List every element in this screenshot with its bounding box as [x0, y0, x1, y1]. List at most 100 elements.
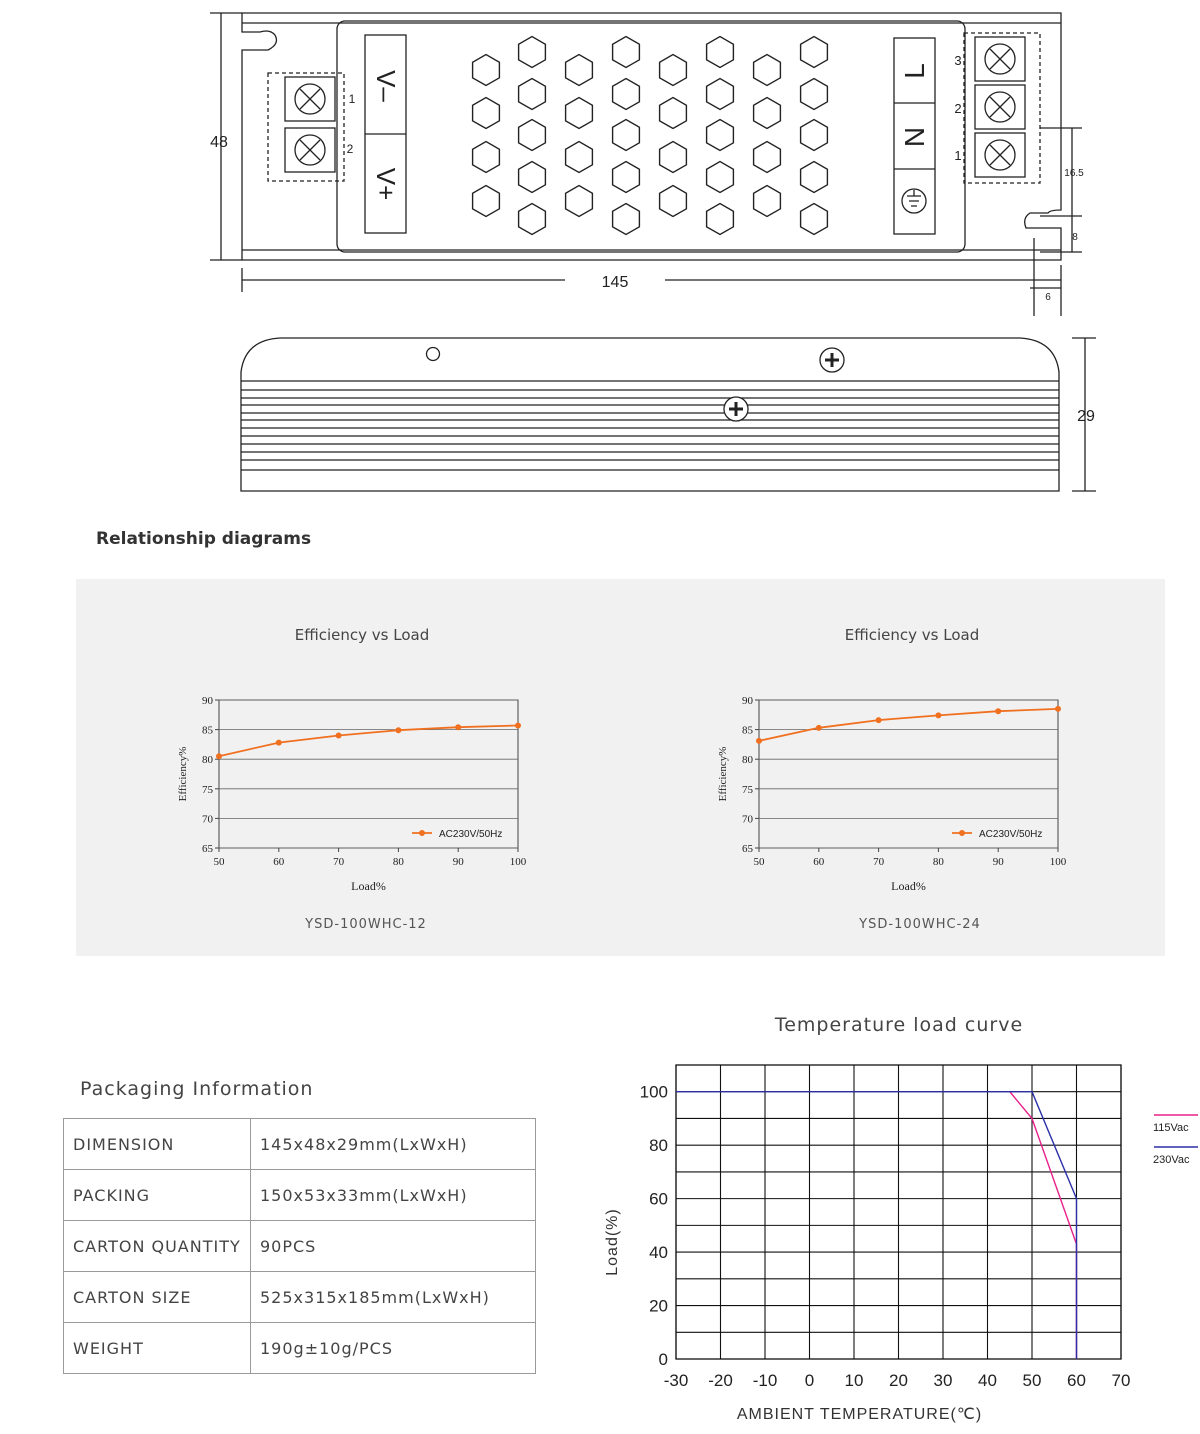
x-tick-label: 50: [1023, 1371, 1042, 1390]
vent-hole: [611, 77, 641, 111]
chart-2-model: YSD-100WHC-24: [859, 917, 981, 932]
chart-1-model: YSD-100WHC-12: [305, 917, 427, 932]
table-row: WEIGHT 190g±10g/PCS: [63, 1322, 536, 1374]
data-point: [815, 724, 822, 731]
x-tick-label: 60: [273, 856, 285, 868]
x-tick-label: 50: [754, 856, 766, 868]
terminal-v-plus-label: V+: [371, 168, 401, 201]
left-pin-1: 1: [349, 92, 356, 106]
x-tick-label: 0: [805, 1371, 814, 1390]
x-tick-label: 40: [978, 1371, 997, 1390]
data-point: [995, 708, 1002, 715]
data-point: [756, 737, 762, 744]
dim-width-label: 48: [210, 134, 228, 151]
x-tick-label: 80: [933, 856, 945, 868]
x-tick-label: 60: [813, 856, 825, 868]
x-tick-label: 50: [214, 856, 226, 868]
temperature-chart-title: Temperature load curve: [774, 1014, 1024, 1036]
vent-hole: [471, 184, 501, 218]
y-tick-label: 40: [649, 1243, 668, 1262]
packaging-key: PACKING: [63, 1169, 251, 1221]
legend-label: 115Vac: [1153, 1122, 1189, 1134]
y-axis-label: Load(%): [604, 1208, 621, 1275]
dim-16-5-label: 16.5: [1064, 168, 1084, 179]
packaging-value: 525x315x185mm(LxWxH): [250, 1271, 536, 1323]
vent-hole: [471, 140, 501, 174]
x-tick-label: 10: [845, 1371, 864, 1390]
vent-hole: [752, 96, 782, 130]
vent-hole: [799, 202, 829, 236]
vent-hole: [517, 202, 547, 236]
packaging-value: 145x48x29mm(LxWxH): [250, 1118, 536, 1170]
legend-marker: [959, 830, 965, 836]
vent-hole: [705, 202, 735, 236]
left-pin-2: 2: [347, 142, 354, 156]
x-tick-label: 70: [1112, 1371, 1131, 1390]
y-tick-label: 80: [742, 754, 754, 766]
data-point: [515, 722, 521, 729]
vent-hole: [752, 140, 782, 174]
vent-hole: [658, 96, 688, 130]
legend-marker: [419, 830, 425, 836]
x-tick-label: 100: [510, 856, 527, 868]
mechanical-drawing: 48 145 29 16.5 8 6 V– V+ L N 1 2 3 2 1: [210, 12, 1096, 492]
vent-hole: [611, 202, 641, 236]
chart-1-title: Efficiency vs Load: [294, 626, 430, 644]
packaging-key: CARTON SIZE: [63, 1271, 251, 1323]
plot-area: [218, 699, 519, 849]
vent-hole: [564, 53, 594, 87]
x-axis-label: Load%: [351, 879, 386, 893]
table-row: DIMENSION 145x48x29mm(LxWxH): [63, 1118, 536, 1170]
x-tick-label: 90: [993, 856, 1005, 868]
data-point: [1055, 705, 1061, 712]
x-tick-label: -30: [664, 1371, 689, 1390]
vent-hole: [564, 184, 594, 218]
right-pin-1: 1: [954, 148, 961, 163]
table-row: PACKING 150x53x33mm(LxWxH): [63, 1169, 536, 1221]
y-tick-label: 80: [649, 1136, 668, 1155]
vent-hole: [611, 118, 641, 152]
vent-hole: [564, 140, 594, 174]
packaging-table: DIMENSION 145x48x29mm(LxWxH) PACKING 150…: [63, 1118, 536, 1374]
table-row: CARTON QUANTITY 90PCS: [63, 1220, 536, 1272]
dim-6-label: 6: [1045, 292, 1051, 303]
vent-hole: [752, 53, 782, 87]
y-tick-label: 90: [202, 695, 214, 707]
y-tick-label: 65: [742, 843, 754, 855]
x-axis-label: AMBIENT TEMPERATURE(℃): [737, 1406, 982, 1423]
x-tick-label: 80: [393, 856, 405, 868]
y-axis-label: Efficiency%: [177, 747, 189, 802]
legend-label: AC230V/50Hz: [439, 829, 502, 840]
vent-hole: [517, 160, 547, 194]
section-title: Relationship diagrams: [96, 529, 312, 549]
data-point: [875, 717, 882, 724]
vent-hole: [799, 160, 829, 194]
y-tick-label: 85: [742, 725, 754, 737]
vent-hole: [799, 77, 829, 111]
data-point: [216, 753, 222, 760]
vent-hole: [705, 118, 735, 152]
y-tick-label: 80: [202, 754, 214, 766]
series-line: [676, 1091, 1078, 1359]
y-tick-label: 75: [742, 784, 754, 796]
data-point: [335, 732, 342, 739]
data-point: [455, 724, 462, 731]
x-tick-label: 100: [1050, 856, 1067, 868]
y-tick-label: 65: [202, 843, 214, 855]
vent-hole: [799, 118, 829, 152]
packaging-key: WEIGHT: [63, 1322, 251, 1374]
packaging-value: 150x53x33mm(LxWxH): [250, 1169, 536, 1221]
terminal-v-minus-label: V–: [371, 70, 401, 102]
y-tick-label: 60: [649, 1190, 668, 1209]
chart-2-title: Efficiency vs Load: [844, 626, 980, 644]
data-point: [395, 727, 402, 734]
y-tick-label: 75: [202, 784, 214, 796]
vent-hole: [611, 160, 641, 194]
dim-length-label: 145: [602, 274, 629, 291]
series-line: [218, 724, 519, 758]
vent-hole: [471, 53, 501, 87]
data-point: [275, 739, 282, 746]
dim-8-label: 8: [1072, 232, 1078, 243]
